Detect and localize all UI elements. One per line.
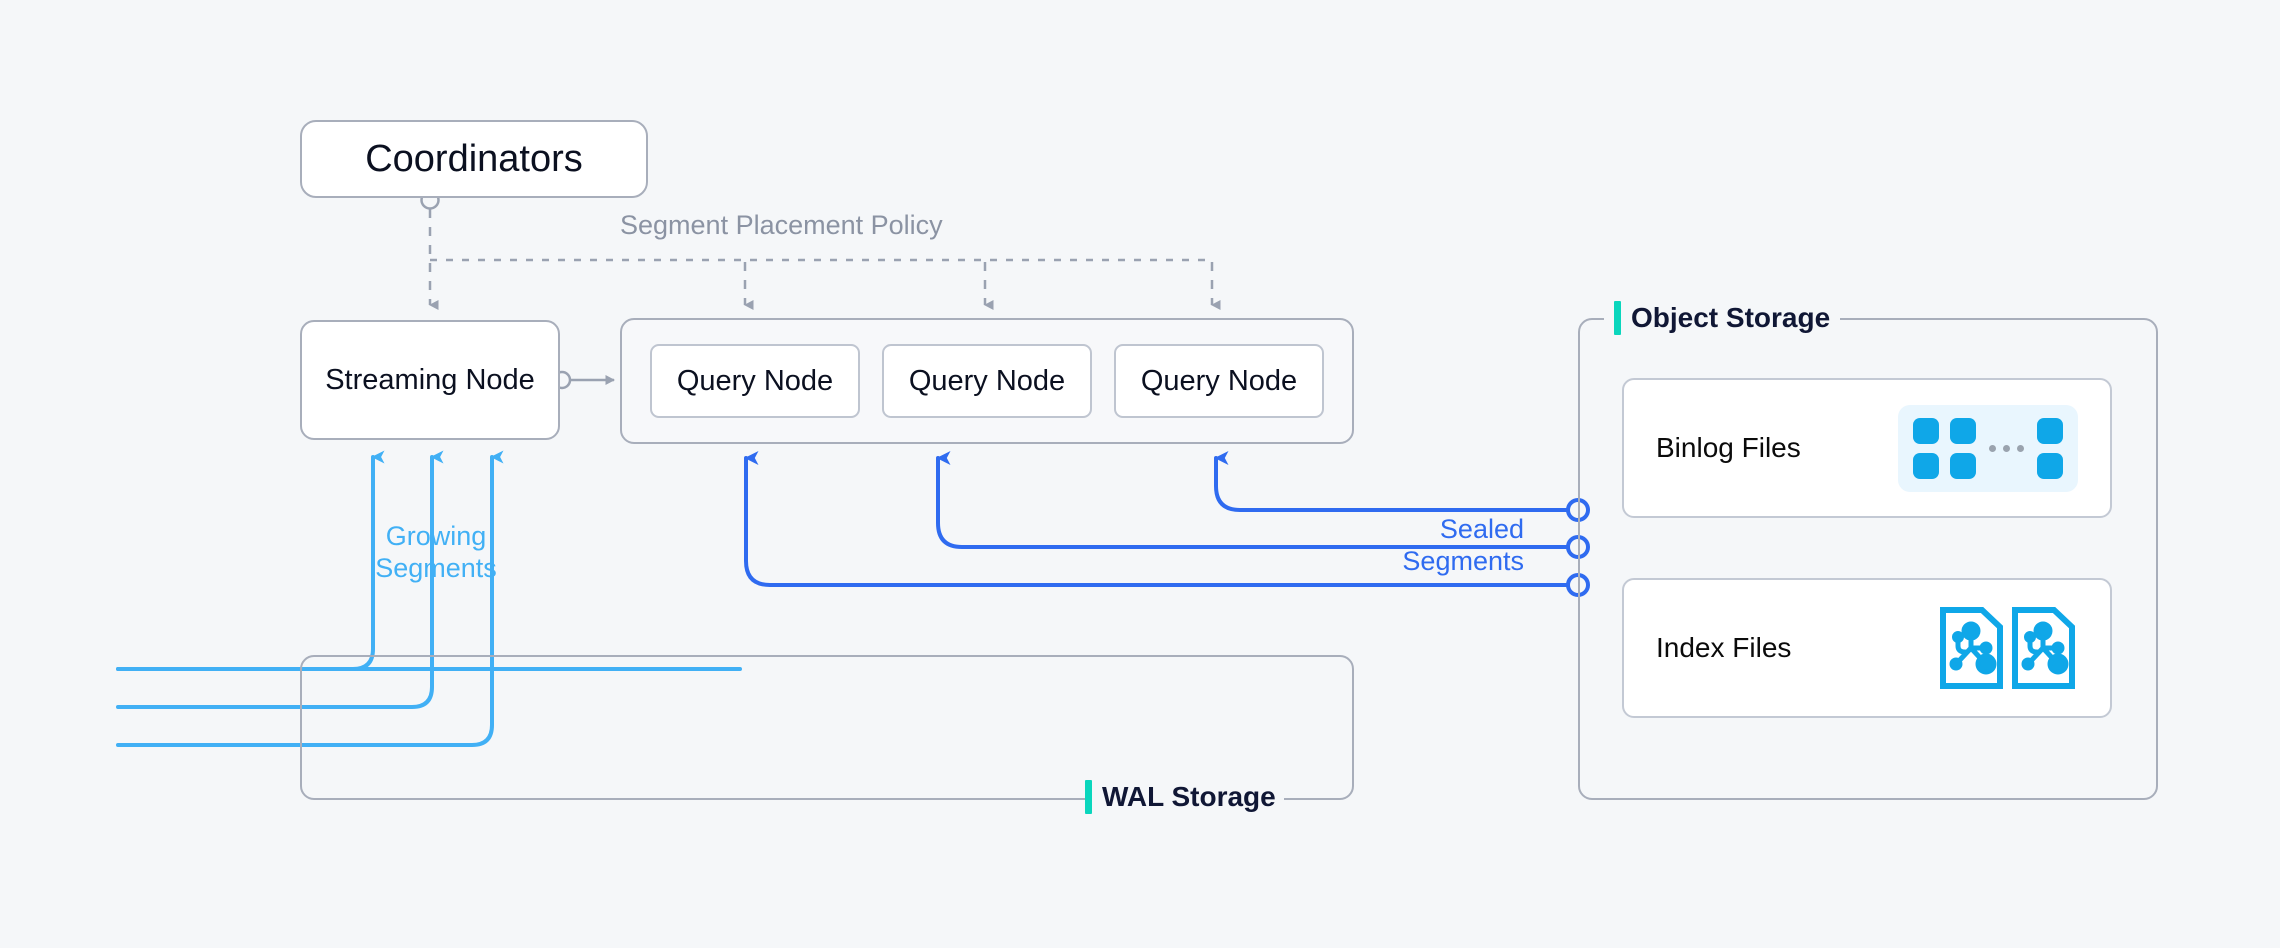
- growing-segments-line-1: Growing: [385, 521, 487, 551]
- query-node-2[interactable]: Query Node: [882, 344, 1092, 418]
- binlog-files-icon-wrap: [1898, 404, 2078, 492]
- segment-placement-policy-label: Segment Placement Policy: [620, 210, 943, 240]
- binlog-icon-dot: [2017, 444, 2024, 452]
- sealed-segments-label: Sealed Segments: [1364, 514, 1524, 578]
- wal-storage-title: WAL Storage: [1102, 781, 1276, 812]
- wal-storage-title-wrap: WAL Storage: [1085, 775, 1284, 819]
- query-node-1-label: Query Node: [676, 364, 834, 397]
- binlog-icon-square: [2037, 452, 2063, 479]
- binlog-files-label: Binlog Files: [1656, 432, 1801, 463]
- index-files-card[interactable]: Index Files: [1622, 578, 2112, 718]
- binlog-icon-dot: [2003, 444, 2010, 452]
- query-node-3[interactable]: Query Node: [1114, 344, 1324, 418]
- query-node-group: Query Node Query Node Query Node: [620, 318, 1354, 444]
- sealed-segments-line-2: Segments: [1402, 545, 1524, 576]
- edge-growing-segment-1-riser: [116, 450, 385, 671]
- wal-storage-accent-bar: [1085, 780, 1092, 814]
- query-node-2-label: Query Node: [908, 364, 1066, 397]
- coordinators-label: Coordinators: [365, 137, 583, 180]
- binlog-icon-square: [1950, 452, 1976, 479]
- sealed-segments-line-1: Sealed: [1439, 514, 1524, 544]
- object-storage-title: Object Storage: [1631, 302, 1831, 333]
- growing-segments-line-2: Segments: [375, 552, 497, 583]
- binlog-icon-square: [1913, 452, 1939, 479]
- edge-streaming-to-querygroup: [552, 370, 615, 390]
- binlog-files-card[interactable]: Binlog Files: [1622, 378, 2112, 518]
- binlog-icon-square: [1950, 417, 1976, 444]
- object-storage-accent-bar: [1614, 301, 1621, 335]
- query-node-3-label: Query Node: [1140, 364, 1298, 397]
- binlog-icon-col-2: [1950, 417, 1976, 479]
- index-file-graph-icon: [1940, 607, 2075, 689]
- object-storage-title-wrap: Object Storage: [1604, 296, 1841, 340]
- binlog-icon-square: [1913, 417, 1939, 444]
- coordinators-node[interactable]: Coordinators: [300, 120, 648, 198]
- growing-segments-label: Growing Segments: [361, 521, 511, 585]
- wal-storage-group: [300, 655, 1354, 800]
- edge-sealed-segment-1: [1214, 451, 1580, 512]
- binlog-icon-col-3: [2037, 417, 2063, 479]
- streaming-node-label: Streaming Node: [325, 363, 535, 396]
- streaming-node[interactable]: Streaming Node: [300, 320, 560, 440]
- binlog-icon-col-1: [1913, 417, 1939, 479]
- index-files-icon-wrap: [1938, 606, 2078, 690]
- binlog-icon-dot: [1989, 444, 1996, 452]
- binlog-icon-square: [2037, 417, 2063, 444]
- query-node-1[interactable]: Query Node: [650, 344, 860, 418]
- index-files-label: Index Files: [1656, 632, 1792, 663]
- object-storage-group: [1578, 318, 2158, 800]
- binlog-icon-ellipsis: [1987, 444, 2026, 452]
- binlog-grid-icon: [1898, 404, 2078, 492]
